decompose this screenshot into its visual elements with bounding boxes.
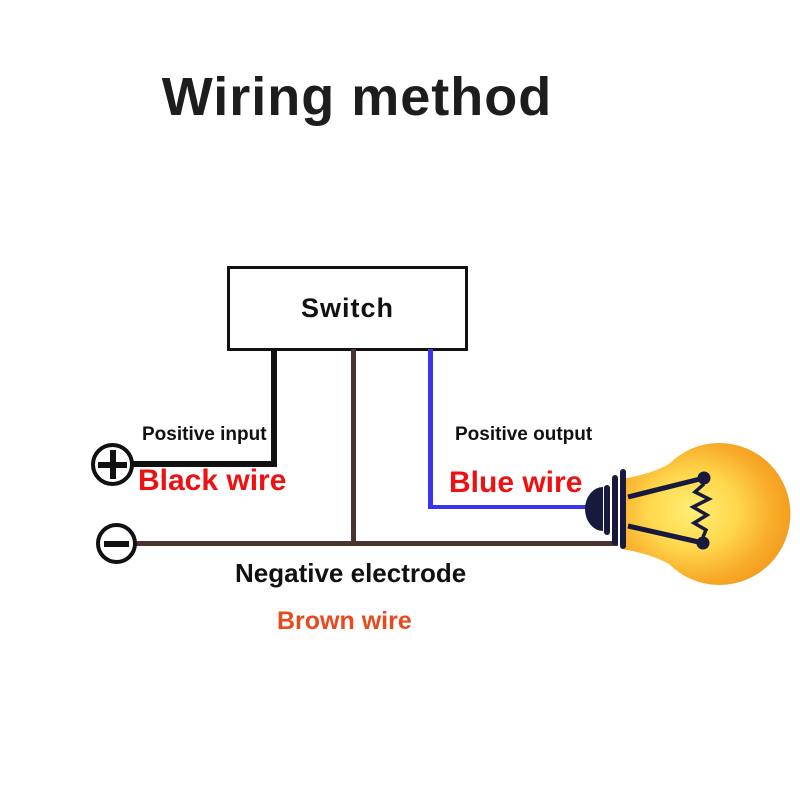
black-wire-label: Black wire	[138, 464, 287, 497]
bulb-filament-post-top	[697, 471, 711, 485]
plus-icon-vertical-bar	[110, 450, 116, 479]
positive-output-label: Positive output	[455, 424, 593, 445]
bulb-filament	[627, 475, 713, 546]
blue-wire-label: Blue wire	[449, 466, 583, 499]
page-title: Wiring method	[161, 67, 553, 127]
minus-terminal-icon	[96, 523, 137, 564]
plus-terminal-icon	[91, 443, 134, 486]
blue-wire-horizontal-segment	[428, 505, 590, 509]
brown-wire-vertical-segment	[351, 349, 356, 546]
bulb-filament-post-bottom	[696, 536, 710, 550]
black-wire-vertical-segment	[271, 349, 277, 465]
brown-wire-horizontal-segment	[135, 541, 618, 546]
bulb-base	[604, 469, 626, 549]
light-bulb-icon	[585, 443, 791, 585]
switch-box: Switch	[227, 266, 468, 351]
minus-icon-bar	[104, 541, 129, 547]
switch-label: Switch	[300, 293, 394, 323]
blue-wire-vertical-segment	[428, 349, 433, 509]
brown-wire-label: Brown wire	[277, 607, 412, 635]
bulb-end-cap	[585, 487, 603, 531]
positive-input-label: Positive input	[142, 424, 267, 445]
negative-electrode-label: Negative electrode	[235, 558, 467, 588]
black-wire-horizontal-segment	[132, 461, 277, 467]
